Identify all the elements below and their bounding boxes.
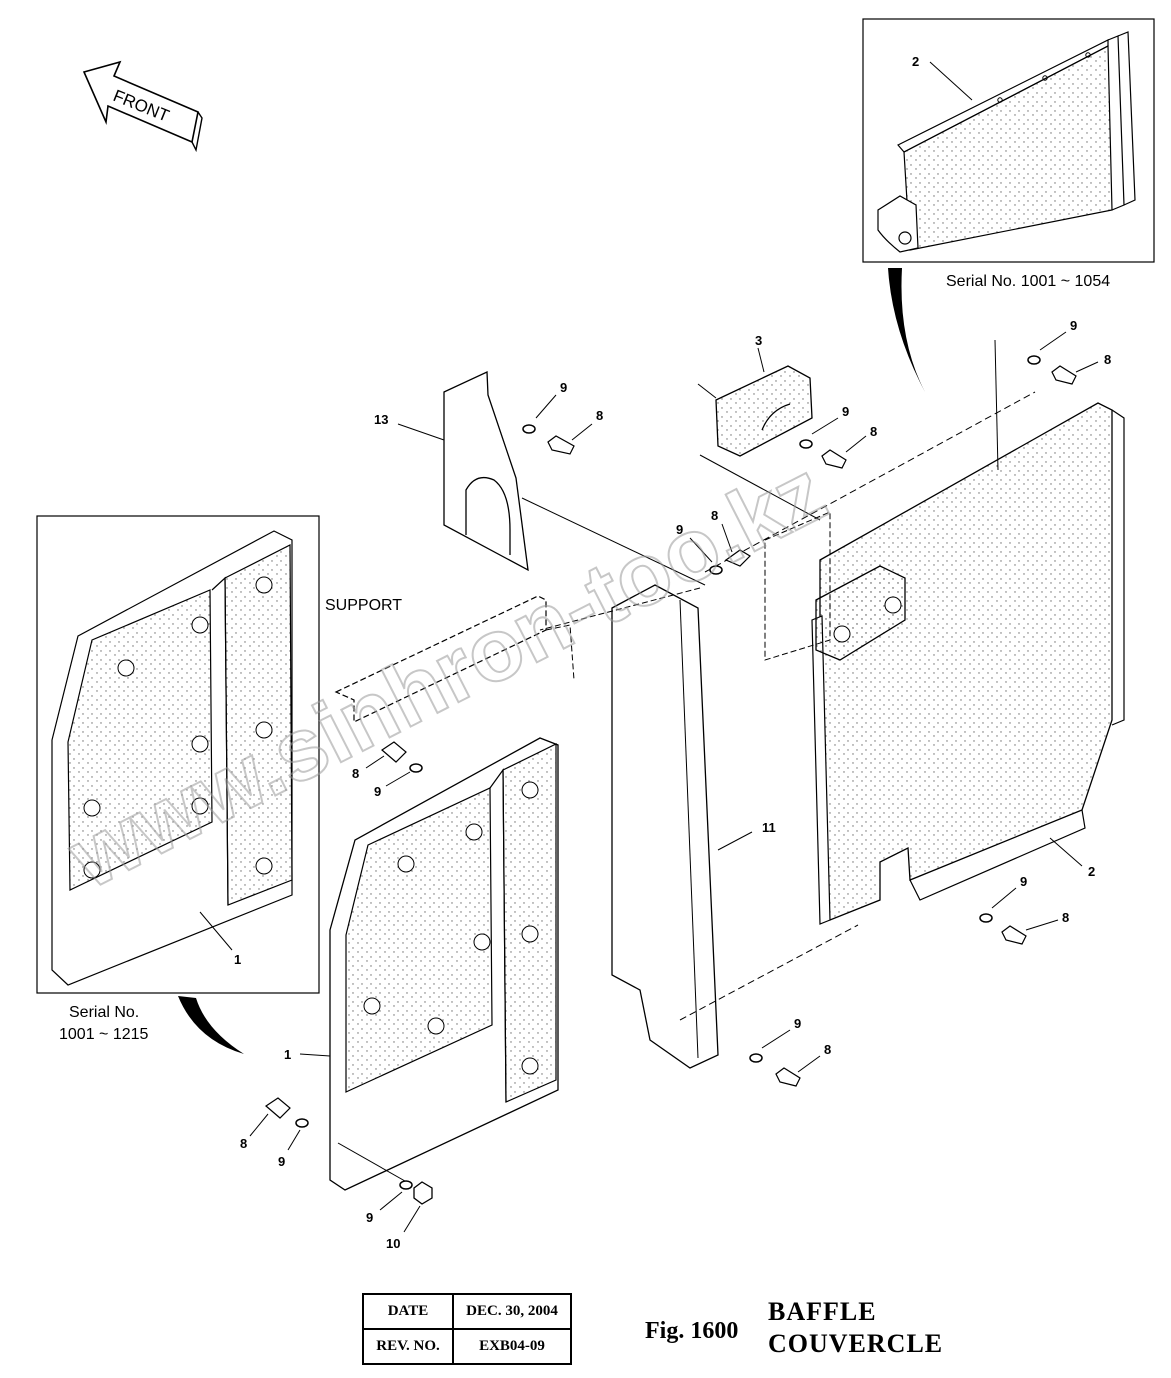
figure-title-en: BAFFLE xyxy=(768,1297,877,1326)
callout-8-g: 8 xyxy=(824,1042,831,1057)
fastener-group-g: 9 8 xyxy=(749,1016,831,1087)
callout-9-a: 9 xyxy=(560,380,567,395)
callout-8-e: 8 xyxy=(352,766,359,781)
date-label: DATE xyxy=(362,1293,454,1330)
figure-title: BAFFLE COUVERCLE xyxy=(768,1296,943,1360)
callout-8-b: 8 xyxy=(870,424,877,439)
serial-note-top: Serial No. 1001 ~ 1054 xyxy=(946,273,1110,290)
fastener-group-f: 9 8 xyxy=(979,874,1069,945)
callout-9-f: 9 xyxy=(1020,874,1027,889)
serial-note-left-line1: Serial No. xyxy=(69,1004,139,1021)
callout-11: 11 xyxy=(762,820,776,835)
inset-pointer-top xyxy=(888,268,925,392)
callout-1-inset: 1 xyxy=(234,952,241,967)
part-1-baffle-main: 1 xyxy=(284,737,559,1191)
fastener-group-a: 9 8 xyxy=(522,380,603,455)
figure-title-fr: COUVERCLE xyxy=(768,1329,944,1358)
callout-13: 13 xyxy=(374,412,388,427)
part-11-side-panel: 11 xyxy=(611,584,776,1069)
fastener-group-c: 9 8 xyxy=(676,508,751,575)
serial-note-left-line2: 1001 ~ 1215 xyxy=(59,1026,149,1043)
fastener-group-h: 8 9 xyxy=(240,1097,309,1169)
inset-pointer-left xyxy=(178,996,244,1054)
part-2-rear-panel: 2 xyxy=(764,339,1125,925)
revision-info-table: DATE DEC. 30, 2004 REV. NO. EXB04-09 xyxy=(362,1293,572,1365)
detail-inset-top-right: 2 xyxy=(862,18,1155,263)
callout-3: 3 xyxy=(755,333,762,348)
fastener-group-nut: 9 10 xyxy=(366,1180,433,1251)
part-3-foam-block: 3 xyxy=(697,333,813,457)
figure-number: Fig. 1600 xyxy=(645,1318,739,1344)
fastener-group-d: 9 8 xyxy=(1027,318,1111,385)
callout-8-a: 8 xyxy=(596,408,603,423)
fastener-group-b: 9 8 xyxy=(799,404,877,469)
callout-9-b: 9 xyxy=(842,404,849,419)
callout-1-main: 1 xyxy=(284,1047,291,1062)
callout-2-main: 2 xyxy=(1088,864,1095,879)
callout-8-f: 8 xyxy=(1062,910,1069,925)
rev-label: REV. NO. xyxy=(362,1328,454,1365)
callout-9-g: 9 xyxy=(794,1016,801,1031)
callout-9-d: 9 xyxy=(1070,318,1077,333)
callout-9-h: 9 xyxy=(278,1154,285,1169)
callout-10: 10 xyxy=(386,1236,400,1251)
fastener-group-e: 8 9 xyxy=(352,741,423,799)
callout-9-e: 9 xyxy=(374,784,381,799)
date-value: DEC. 30, 2004 xyxy=(452,1293,572,1330)
front-direction-arrow: FRONT xyxy=(82,60,203,153)
callout-9-i: 9 xyxy=(366,1210,373,1225)
callout-9-c: 9 xyxy=(676,522,683,537)
support-bracket xyxy=(334,595,575,723)
alignment-lines xyxy=(337,391,1036,1186)
callout-8-c: 8 xyxy=(711,508,718,523)
rev-value: EXB04-09 xyxy=(452,1328,572,1365)
callout-2-inset: 2 xyxy=(912,54,919,69)
callout-8-d: 8 xyxy=(1104,352,1111,367)
part-13-cover-plate: 13 xyxy=(374,371,529,572)
support-label: SUPPORT xyxy=(325,597,402,614)
detail-inset-left: 1 xyxy=(36,515,320,994)
callout-8-h: 8 xyxy=(240,1136,247,1151)
